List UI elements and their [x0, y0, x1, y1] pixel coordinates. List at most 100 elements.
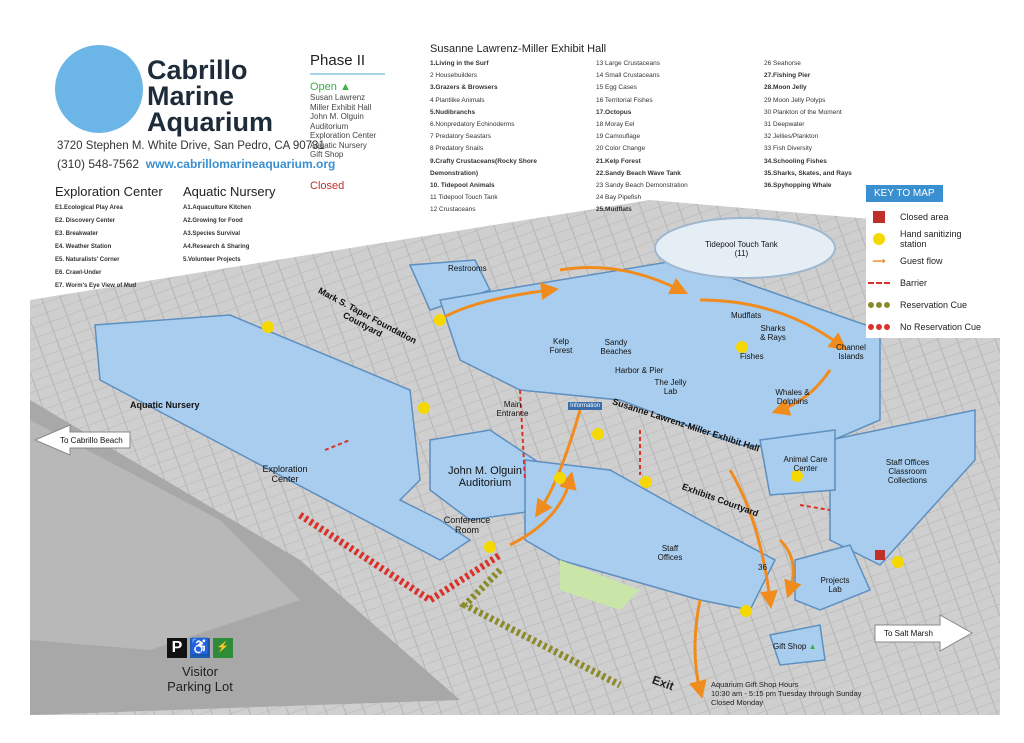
- exhibit-item: 28.Moon Jelly: [764, 84, 807, 92]
- exhibit-item: 15 Egg Cases: [596, 84, 637, 92]
- exhibit-item: 5.Nudibranchs: [430, 108, 476, 116]
- phone: (310) 548-7562 www.cabrillomarineaquariu…: [57, 157, 335, 171]
- exhibit-item: 29 Moon Jelly Polyps: [764, 96, 826, 104]
- key-item-label: Closed area: [900, 212, 949, 222]
- exhibit-item: 11 Tidepool Touch Tank: [430, 194, 498, 202]
- label-channel-islands[interactable]: Channel Islands: [836, 343, 866, 361]
- exhibit-item: 33 Fish Diversity: [764, 145, 813, 153]
- exhibit-list-col3: 26 Seahorse 27.Fishing Pier 28.Moon Jelly 2…: [764, 58, 884, 192]
- exhibit-item: 9.Crafty Crustaceans(Rocky Shore: [430, 157, 537, 165]
- label-tidepool[interactable]: Tidepool Touch Tank(11): [705, 240, 778, 258]
- label-restrooms[interactable]: Restrooms: [448, 264, 487, 273]
- label-staff-classroom[interactable]: Staff Offices Classroom Collections: [885, 458, 930, 485]
- nursery-item: A2.Growing for Food: [183, 218, 243, 224]
- address: 3720 Stephen M. White Drive, San Pedro, …: [57, 140, 325, 152]
- to-cabrillo-beach-link[interactable]: To Cabrillo Beach: [60, 436, 123, 445]
- label-information[interactable]: Information: [568, 402, 603, 410]
- exhibit-item: 27.Fishing Pier: [764, 72, 811, 80]
- label-spyhopping-whale[interactable]: 36: [758, 563, 767, 572]
- exploration-item: E6. Crawl-Under: [55, 270, 102, 276]
- key-item: Reservation Cue: [866, 294, 1001, 316]
- nursery-item: A4.Research & Sharing: [183, 244, 250, 250]
- red-dash-icon: [866, 282, 892, 284]
- reservation-cue: [459, 567, 622, 689]
- label-staff-offices[interactable]: Staff Offices: [657, 544, 683, 562]
- exhibit-item: 12 Crustaceans: [430, 206, 476, 214]
- label-harbor-pier[interactable]: Harbor & Pier: [615, 366, 664, 375]
- label-animal-care[interactable]: Animal Care Center: [783, 455, 828, 473]
- exhibit-item: 32 Jellies/Plankton: [764, 133, 819, 141]
- exploration-item: E3. Breakwater: [55, 231, 99, 237]
- label-auditorium[interactable]: John M. Olguin Auditorium: [448, 465, 522, 489]
- exhibit-item: 26 Seahorse: [764, 60, 801, 67]
- barriers: [324, 389, 831, 511]
- parking-icon: P: [167, 638, 187, 658]
- key-item: Barrier: [866, 272, 1001, 294]
- exhibit-item: 17.Octopus: [596, 108, 632, 116]
- label-exploration-center[interactable]: Exploration Center: [262, 464, 308, 484]
- key-item-label: Barrier: [900, 278, 928, 288]
- exhibit-item: 7 Predatory Seastars: [430, 133, 492, 141]
- website-link[interactable]: www.cabrillomarineaquarium.org: [145, 157, 336, 171]
- no-reservation-cue: [298, 512, 502, 605]
- phone-number: (310) 548-7562: [57, 157, 140, 171]
- label-whales-dolphins[interactable]: Whales & Dolphins: [775, 388, 810, 406]
- closed-area-marker: [875, 550, 885, 560]
- exhibit-item: 13 Large Crustaceans: [596, 60, 660, 67]
- label-aquatic-nursery[interactable]: Aquatic Nursery: [130, 400, 200, 410]
- label-jelly-lab[interactable]: The Jelly Lab: [654, 378, 687, 396]
- open-item: John M. Olguin: [310, 112, 364, 121]
- parking-icons: P ♿ ⚡: [167, 638, 233, 658]
- exploration-item: E2. Discovery Center: [55, 218, 116, 224]
- key-item: ⟶Guest flow: [866, 250, 1001, 272]
- label-sharks-rays[interactable]: Sharks & Rays: [760, 324, 786, 342]
- red-square-icon: [866, 211, 892, 223]
- label-kelp-forest[interactable]: Kelp Forest: [549, 337, 573, 355]
- exhibit-item: Demonstration): [430, 169, 479, 177]
- label-conference-room[interactable]: Conference Room: [443, 515, 491, 535]
- label-parking-lot[interactable]: Visitor Parking Lot: [167, 664, 233, 694]
- sanitizer-stations: [262, 314, 904, 617]
- label-gift-shop[interactable]: Gift Shop ▲: [773, 642, 817, 651]
- exhibit-item: 19 Camouflage: [596, 133, 641, 141]
- label-mudflats[interactable]: Mudflats: [731, 311, 762, 320]
- exhibit-item: 3.Grazers & Browsers: [430, 84, 498, 92]
- yellow-dot-icon: [866, 233, 892, 245]
- key-item-label: No Reservation Cue: [900, 322, 982, 332]
- nursery-item: A1.Aquaculture Kitchen: [183, 205, 252, 211]
- logo-wave-icon: [55, 45, 143, 133]
- exhibit-item: 25.Mudflats: [596, 206, 632, 214]
- to-salt-marsh-link[interactable]: To Salt Marsh: [884, 629, 933, 638]
- arrow-right-icon: [874, 614, 974, 652]
- label-sandy-beaches[interactable]: Sandy Beaches: [600, 338, 632, 356]
- exhibit-item: 2 Housebuilders: [430, 72, 477, 80]
- exhibit-item: 22.Sandy Beach Wave Tank: [596, 169, 681, 177]
- open-label: Open ▲: [310, 81, 351, 93]
- label-fishes[interactable]: Fishes: [740, 352, 764, 361]
- open-item: Miller Exhibit Hall: [310, 102, 372, 112]
- open-item: Gift Shop: [310, 150, 344, 159]
- key-item: Hand sanitizing station: [866, 228, 1001, 250]
- exhibit-item: 36.Spyhopping Whale: [764, 182, 832, 190]
- exploration-item: E5. Naturalists' Corner: [55, 257, 120, 263]
- open-triangle-icon: ▲: [339, 81, 351, 93]
- closed-label: Closed: [310, 179, 345, 192]
- label-main-entrance[interactable]: Main Entrance: [496, 400, 529, 418]
- open-item: Susan Lawrenz: [310, 93, 366, 102]
- exhibit-item: 23 Sandy Beach Demonstration: [596, 182, 688, 190]
- label-projects-lab[interactable]: Projects Lab: [820, 576, 850, 594]
- key-item: No Reservation Cue: [866, 316, 1001, 338]
- key-title: KEY TO MAP: [866, 185, 943, 202]
- exhibit-item: 18 Moray Eel: [596, 121, 635, 129]
- exhibit-hall-title: Susanne Lawrenz-Miller Exhibit Hall: [430, 43, 607, 55]
- exploration-item: E4. Weather Station: [55, 244, 112, 250]
- exhibit-item: 8 Predatory Snails: [430, 145, 484, 153]
- exhibit-item: 35.Sharks, Skates, and Rays: [764, 169, 852, 177]
- exhibit-item: 20 Color Change: [596, 145, 646, 153]
- tidepool-touch-tank: [654, 217, 836, 279]
- nursery-item: 5.Volunteer Projects: [183, 257, 241, 263]
- exhibit-item: 24 Bay Pipefish: [596, 194, 642, 202]
